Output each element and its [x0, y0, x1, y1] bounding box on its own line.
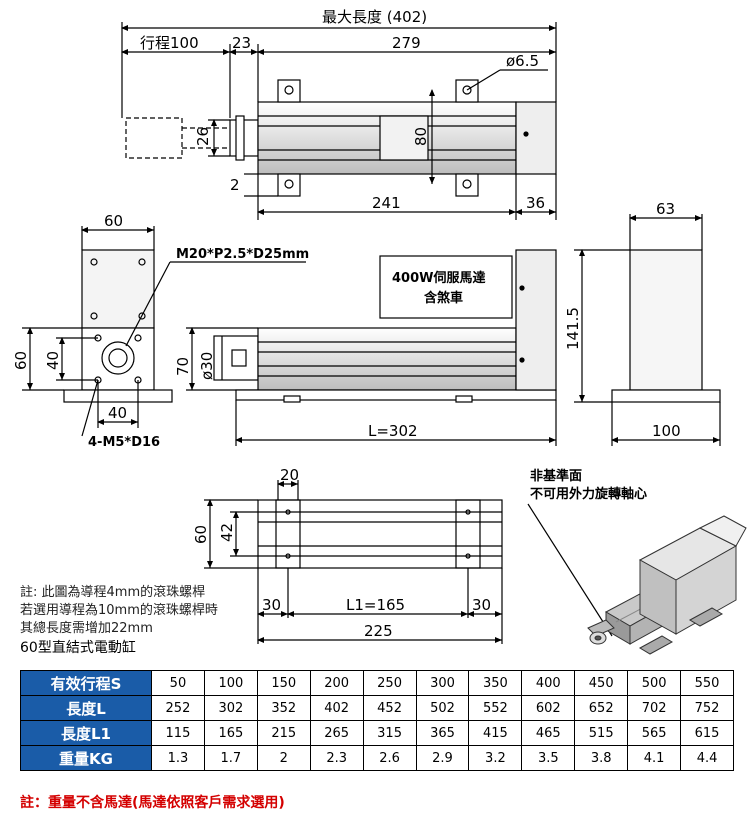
- dim-40-left: 40: [44, 351, 62, 370]
- dim-rod-30: ø30: [198, 352, 216, 380]
- spec-row-label: 長度L1: [20, 720, 152, 746]
- spec-cell: 415: [468, 720, 523, 746]
- dim-63: 63: [656, 200, 675, 218]
- dim-80: 80: [412, 127, 430, 146]
- spec-cell: 302: [203, 695, 258, 721]
- spec-cell: 100: [203, 670, 258, 696]
- dim-hole-6-5: ø6.5: [506, 52, 539, 70]
- bottom-view: [204, 480, 503, 644]
- spec-cell: 1.3: [151, 745, 205, 771]
- dim-42: 42: [218, 523, 236, 542]
- spec-cell: 550: [680, 670, 734, 696]
- dim-279: 279: [392, 34, 421, 52]
- spec-cell: 250: [362, 670, 417, 696]
- thread-spec: M20*P2.5*D25mm: [176, 247, 309, 262]
- dim-36: 36: [526, 194, 545, 212]
- length-l1: L1=165: [346, 596, 405, 614]
- stroke-label: 行程100: [140, 34, 199, 52]
- motor-label-2: 含煞車: [423, 290, 463, 306]
- spec-cell: 500: [627, 670, 682, 696]
- end-view: [22, 226, 306, 437]
- spec-cell: 215: [256, 720, 311, 746]
- spec-cell: 3.8: [574, 745, 629, 771]
- dim-70: 70: [174, 357, 192, 376]
- spec-cell: 400: [521, 670, 576, 696]
- spec-cell: 465: [521, 720, 576, 746]
- side-view: [186, 249, 557, 446]
- spec-cell: 3.2: [468, 745, 523, 771]
- spec-cell: 2.3: [309, 745, 364, 771]
- dim-100: 100: [652, 422, 681, 440]
- dim-141-5: 141.5: [564, 307, 582, 350]
- callout-line-2: 不可用外力旋轉軸心: [530, 486, 647, 502]
- dim-60-top: 60: [104, 212, 123, 230]
- spec-cell: 502: [415, 695, 470, 721]
- dim-241: 241: [372, 194, 401, 212]
- spec-cell: 315: [362, 720, 417, 746]
- dim-2: 2: [230, 176, 240, 194]
- note-line-2: 若選用導程為10mm的滾珠螺桿時: [20, 602, 218, 618]
- actuator-iso-image: [587, 515, 747, 655]
- dim-225: 225: [364, 622, 393, 640]
- spec-cell: 402: [309, 695, 364, 721]
- dim-40-bottom: 40: [108, 404, 127, 422]
- spec-row-label: 有效行程S: [20, 670, 152, 696]
- right-side-view: [574, 214, 721, 446]
- note-line-3: 其總長度需增加22mm: [20, 620, 153, 636]
- spec-cell: 450: [574, 670, 629, 696]
- spec-cell: 150: [256, 670, 311, 696]
- callout-leader: [527, 503, 613, 637]
- callout-line-1: 非基準面: [530, 468, 582, 484]
- motor-label-1: 400W伺服馬達: [392, 270, 485, 286]
- spec-cell: 352: [256, 695, 311, 721]
- length-l: L=302: [368, 422, 418, 440]
- spec-cell: 515: [574, 720, 629, 746]
- spec-cell: 252: [151, 695, 205, 721]
- dim-26: 26: [194, 127, 212, 146]
- spec-cell: 2.6: [362, 745, 417, 771]
- spec-cell: 652: [574, 695, 629, 721]
- spec-cell: 702: [627, 695, 682, 721]
- technical-drawing: 最大長度 (402) 行程100 23 279 ø6.5 26 80 2 241…: [12, 8, 747, 656]
- dim-bottom-30-right: 30: [472, 596, 491, 614]
- spec-cell: 565: [627, 720, 682, 746]
- spec-cell: 115: [151, 720, 205, 746]
- spec-cell: 300: [415, 670, 470, 696]
- dim-20: 20: [280, 466, 299, 484]
- spec-cell: 452: [362, 695, 417, 721]
- spec-cell: 1.7: [203, 745, 258, 771]
- spec-cell: 4.1: [627, 745, 682, 771]
- spec-cell: 2: [256, 745, 311, 771]
- spec-row-label: 長度L: [20, 695, 152, 721]
- spec-cell: 50: [151, 670, 205, 696]
- dim-23: 23: [232, 34, 251, 52]
- spec-cell: 3.5: [521, 745, 576, 771]
- dim-bottom-30-left: 30: [262, 596, 281, 614]
- note-line-1: 註: 此圖為導程4mm的滾珠螺桿: [20, 584, 205, 600]
- spec-cell: 4.4: [680, 745, 734, 771]
- dim-bottom-60: 60: [192, 525, 210, 544]
- spec-row-label: 重量KG: [20, 745, 152, 771]
- mounting-holes: 4-M5*D16: [88, 435, 160, 450]
- spec-cell: 365: [415, 720, 470, 746]
- spec-cell: 200: [309, 670, 364, 696]
- max-length-label: 最大長度 (402): [322, 8, 427, 26]
- spec-cell: 2.9: [415, 745, 470, 771]
- spec-cell: 602: [521, 695, 576, 721]
- spec-cell: 752: [680, 695, 734, 721]
- spec-cell: 265: [309, 720, 364, 746]
- spec-cell: 615: [680, 720, 734, 746]
- top-view: [121, 22, 557, 220]
- spec-cell: 350: [468, 670, 523, 696]
- model-name: 60型直結式電動缸: [20, 639, 136, 656]
- footnote: 註：重量不含馬達(馬達依照客戶需求選用): [20, 795, 285, 811]
- dim-60-left: 60: [12, 351, 30, 370]
- spec-cell: 165: [203, 720, 258, 746]
- spec-cell: 552: [468, 695, 523, 721]
